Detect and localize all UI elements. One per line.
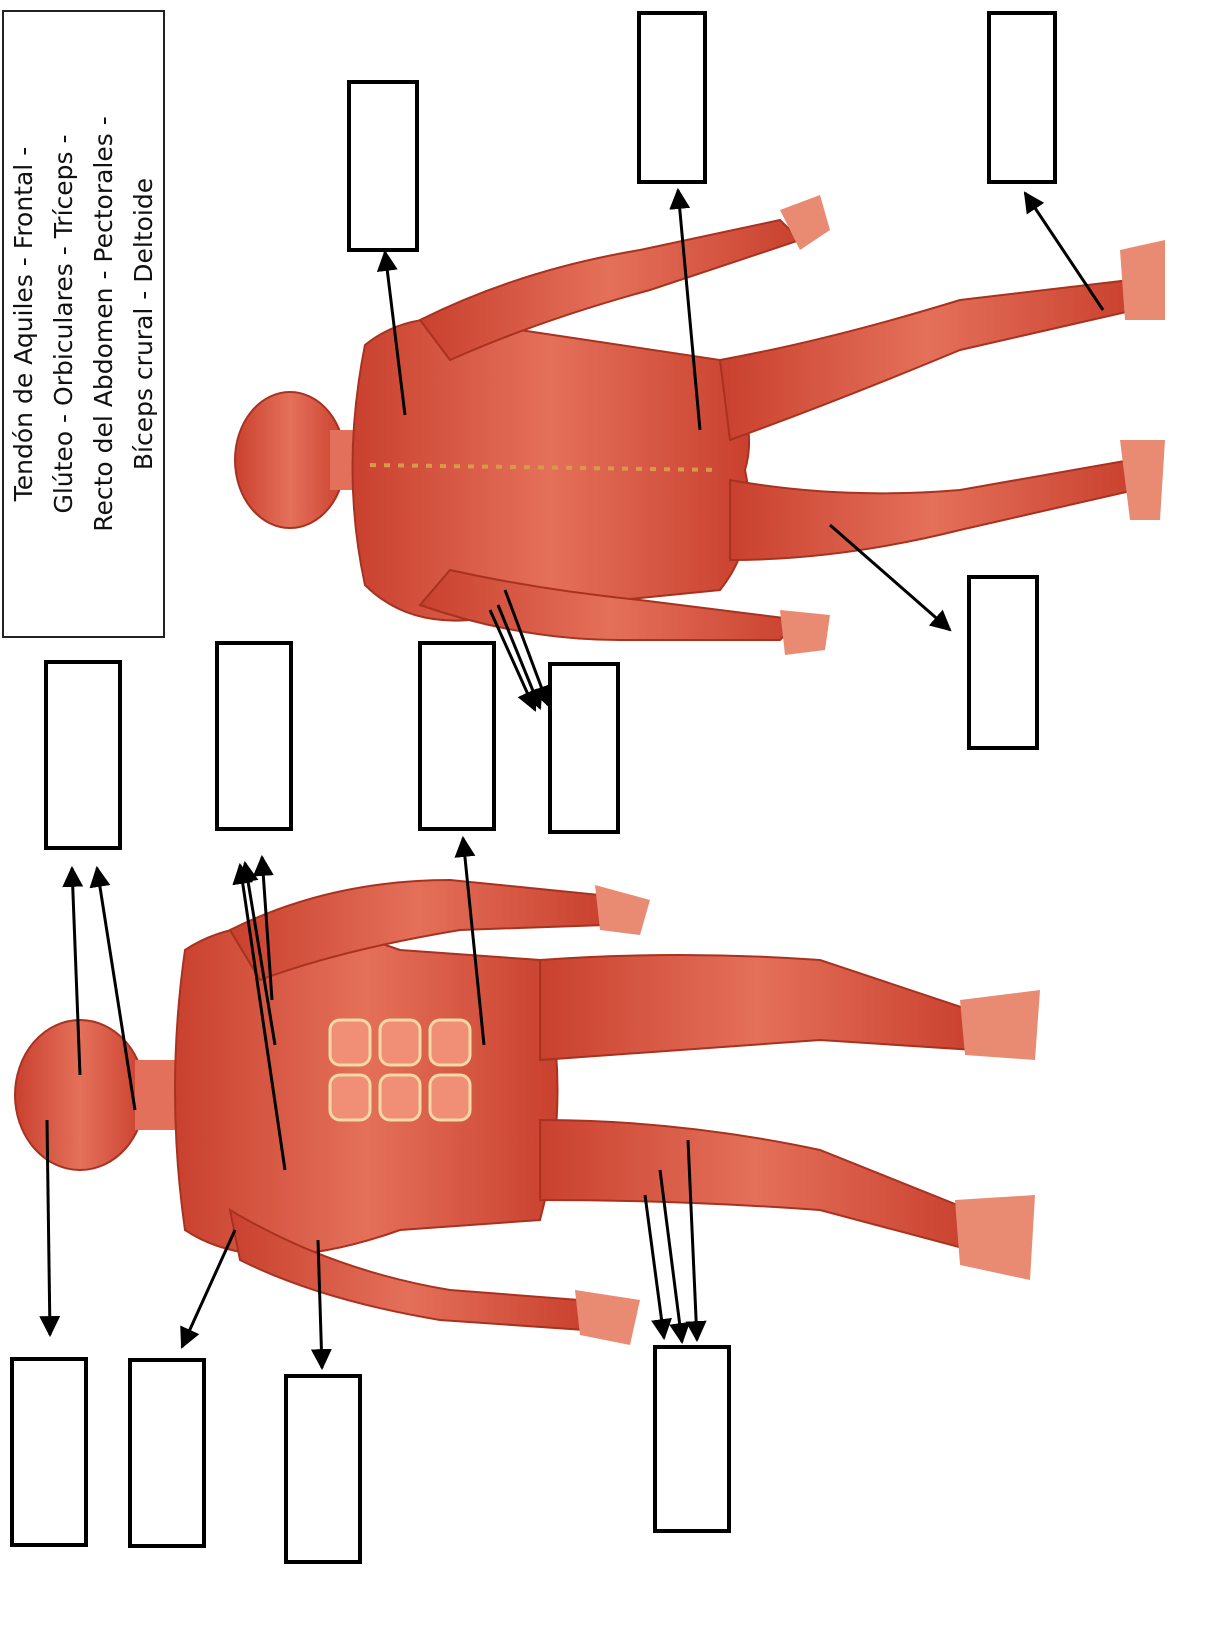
- answer-box[interactable]: [653, 1345, 731, 1533]
- back-head: [235, 392, 345, 528]
- answer-box[interactable]: [987, 11, 1057, 184]
- front-leg-lower: [540, 1120, 970, 1250]
- arrow-front-deltoid: [182, 1230, 235, 1347]
- back-arm-upper: [420, 220, 800, 360]
- front-hand-upper: [595, 885, 650, 935]
- answer-box[interactable]: [215, 641, 293, 831]
- answer-box[interactable]: [637, 11, 707, 184]
- answer-box[interactable]: [128, 1358, 206, 1548]
- back-foot-upper: [1120, 240, 1165, 320]
- front-hand-lower: [575, 1290, 640, 1345]
- answer-box[interactable]: [418, 641, 496, 831]
- answer-box[interactable]: [548, 662, 620, 834]
- answer-box[interactable]: [44, 660, 122, 850]
- answer-box[interactable]: [967, 575, 1039, 750]
- back-leg-lower: [730, 460, 1135, 560]
- back-leg-upper: [720, 280, 1135, 440]
- back-hand-lower: [780, 610, 830, 655]
- answer-box[interactable]: [347, 80, 419, 252]
- front-view-figure: [15, 880, 1040, 1345]
- back-foot-lower: [1120, 440, 1165, 520]
- arrow-front-leg-1: [645, 1195, 664, 1338]
- answer-box[interactable]: [284, 1374, 362, 1564]
- answer-box[interactable]: [10, 1357, 88, 1547]
- back-torso: [353, 318, 750, 621]
- front-foot-upper: [960, 990, 1040, 1060]
- front-foot-lower: [955, 1195, 1035, 1280]
- front-leg-upper: [540, 955, 975, 1060]
